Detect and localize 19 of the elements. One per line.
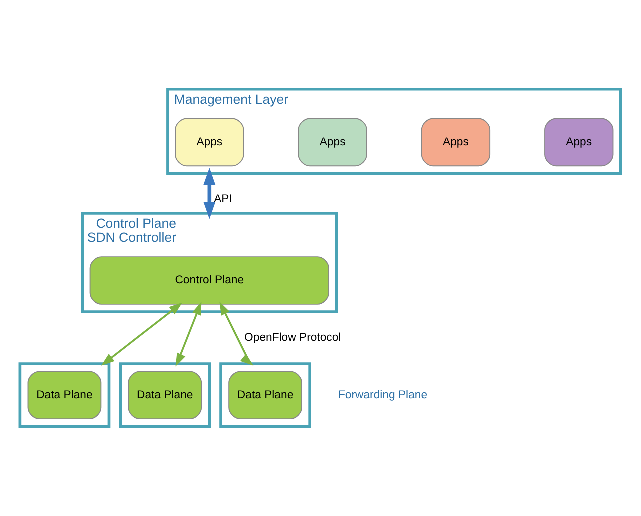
- arrow: [220, 302, 254, 366]
- node-label: SDN Controller: [87, 230, 176, 246]
- arrow: [101, 302, 183, 366]
- node-box: Apps: [175, 118, 244, 167]
- label: Forwarding Plane: [338, 389, 428, 402]
- cluster: [119, 362, 212, 428]
- arrow: [176, 302, 202, 367]
- arrow: [204, 168, 216, 220]
- node-box: Control Plane: [90, 256, 330, 305]
- node-box: Apps: [298, 118, 368, 167]
- node-box: Apps: [421, 118, 491, 167]
- cluster: [18, 362, 111, 428]
- node-box: Apps: [544, 118, 614, 167]
- edge-label: API: [214, 194, 232, 206]
- node-box: Data Plane: [128, 371, 202, 420]
- node-box: Data Plane: [28, 371, 102, 420]
- cluster: [220, 362, 312, 428]
- node-box: Data Plane: [228, 371, 302, 420]
- edge-label: OpenFlow Protocol: [244, 332, 342, 344]
